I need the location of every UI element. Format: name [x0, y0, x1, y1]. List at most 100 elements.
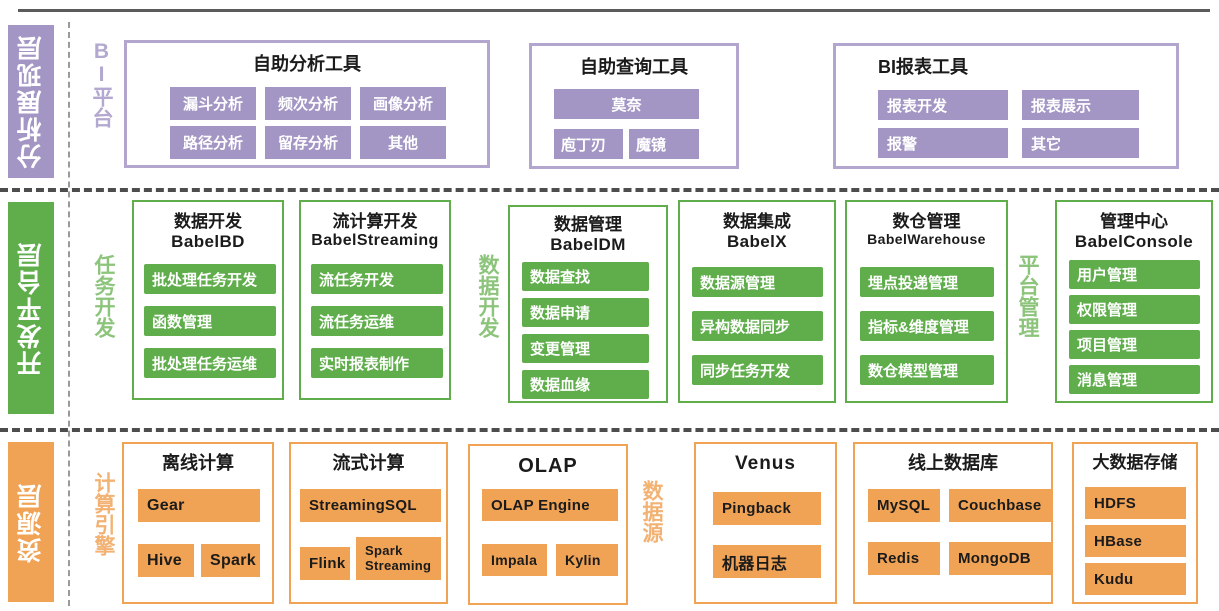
layer-badge-analysis: 分析展现层	[8, 25, 54, 178]
group-babel-dm: 数据管理 BabelDM 数据查找 数据申请 变更管理 数据血缘	[508, 205, 668, 403]
group-title-babel-x-cn: 数据集成	[723, 212, 791, 231]
chip-report-development[interactable]: 报表开发	[878, 90, 1008, 120]
chip-spark[interactable]: Spark	[201, 544, 260, 577]
chip-change-mgmt[interactable]: 变更管理	[522, 334, 649, 363]
group-title-bigdata-storage: 大数据存储	[1092, 453, 1178, 472]
chip-machine-log[interactable]: 机器日志	[713, 545, 821, 578]
chip-function-mgmt[interactable]: 函数管理	[144, 306, 276, 336]
group-title-self-service-query: 自助查询工具	[580, 57, 688, 77]
group-babel-console: 管理中心 BabelConsole 用户管理 权限管理 项目管理 消息管理	[1055, 200, 1213, 403]
group-title-self-service-analysis: 自助分析工具	[253, 54, 361, 74]
chip-stream-task-dev[interactable]: 流任务开发	[311, 264, 443, 294]
top-divider-rule	[18, 9, 1210, 12]
group-title-babel-bd-en: BabelBD	[171, 232, 245, 252]
group-title-olap: OLAP	[518, 455, 578, 477]
chip-olap-engine[interactable]: OLAP Engine	[482, 489, 618, 521]
chip-sync-task-dev[interactable]: 同步任务开发	[692, 355, 823, 385]
chip-other-analysis[interactable]: 其他	[360, 126, 446, 159]
category-label-compute-engine: 计算引擎	[92, 472, 115, 556]
chip-monai[interactable]: 莫奈	[554, 89, 699, 119]
chip-warehouse-model-mgmt[interactable]: 数仓模型管理	[860, 355, 994, 385]
layer-badge-analysis-label: 分析展现层	[16, 34, 45, 169]
chip-batch-task-ops[interactable]: 批处理任务运维	[144, 348, 276, 378]
chip-couchbase[interactable]: Couchbase	[949, 489, 1053, 522]
chip-path-analysis[interactable]: 路径分析	[170, 126, 256, 159]
chip-mysql[interactable]: MySQL	[868, 489, 940, 522]
chip-pingback[interactable]: Pingback	[713, 492, 821, 525]
chip-hive[interactable]: Hive	[138, 544, 194, 577]
layer-badge-resource-label: 资源层	[16, 481, 45, 563]
chip-frequency-analysis[interactable]: 频次分析	[265, 87, 351, 120]
group-bi-report: BI报表工具 报表开发 报表展示 报警 其它	[833, 43, 1179, 169]
chip-metric-dimension-mgmt[interactable]: 指标&维度管理	[860, 311, 994, 341]
chip-hbase[interactable]: HBase	[1085, 525, 1186, 557]
chip-message-mgmt[interactable]: 消息管理	[1069, 365, 1200, 394]
group-bigdata-storage: 大数据存储 HDFS HBase Kudu	[1072, 442, 1198, 604]
chip-flink[interactable]: Flink	[300, 547, 350, 580]
group-babel-warehouse: 数仓管理 BabelWarehouse 埋点投递管理 指标&维度管理 数仓模型管…	[845, 200, 1008, 403]
group-title-stream-compute: 流式计算	[332, 453, 405, 473]
group-self-service-query: 自助查询工具 莫奈 庖丁刃 魔镜	[529, 43, 739, 169]
chip-kudu[interactable]: Kudu	[1085, 563, 1186, 595]
group-self-service-analysis: 自助分析工具 漏斗分析 频次分析 画像分析 路径分析 留存分析 其他	[124, 40, 490, 168]
chip-heterogeneous-sync[interactable]: 异构数据同步	[692, 311, 823, 341]
chip-profile-analysis[interactable]: 画像分析	[360, 87, 446, 120]
vertical-dashed-separator	[68, 22, 70, 606]
chip-permission-mgmt[interactable]: 权限管理	[1069, 295, 1200, 324]
group-title-bi-report: BI报表工具	[878, 57, 968, 77]
group-title-babel-warehouse-en: BabelWarehouse	[867, 231, 986, 248]
group-olap: OLAP OLAP Engine Impala Kylin	[468, 444, 628, 605]
chip-batch-task-dev[interactable]: 批处理任务开发	[144, 264, 276, 294]
category-label-platform-mgmt: 平台管理	[1016, 254, 1039, 338]
horizontal-separator-1	[0, 188, 1219, 192]
chip-gear[interactable]: Gear	[138, 489, 260, 522]
group-title-babel-warehouse-cn: 数仓管理	[892, 212, 961, 231]
layer-badge-dev-platform: 开发平台层	[8, 202, 54, 414]
category-label-task-dev: 任务开发	[92, 254, 115, 338]
chip-spark-streaming[interactable]: Spark Streaming	[356, 537, 441, 580]
group-babel-x: 数据集成 BabelX 数据源管理 异构数据同步 同步任务开发	[678, 200, 836, 403]
chip-report-other[interactable]: 其它	[1022, 128, 1139, 158]
group-title-babel-streaming-en: BabelStreaming	[311, 232, 439, 250]
chip-mojing[interactable]: 魔镜	[629, 129, 699, 159]
group-title-venus: Venus	[735, 453, 796, 474]
chip-data-lineage[interactable]: 数据血缘	[522, 370, 649, 399]
layer-badge-resource: 资源层	[8, 442, 54, 602]
group-venus: Venus Pingback 机器日志	[694, 442, 837, 604]
chip-alert[interactable]: 报警	[878, 128, 1008, 158]
chip-funnel-analysis[interactable]: 漏斗分析	[170, 87, 256, 120]
group-stream-compute: 流式计算 StreamingSQL Flink Spark Streaming	[289, 442, 448, 604]
chip-streamingsql[interactable]: StreamingSQL	[300, 489, 441, 522]
chip-impala[interactable]: Impala	[482, 544, 547, 576]
group-title-babel-streaming-cn: 流计算开发	[332, 212, 418, 231]
chip-realtime-report[interactable]: 实时报表制作	[311, 348, 443, 378]
chip-data-search[interactable]: 数据查找	[522, 262, 649, 291]
group-title-babel-bd-cn: 数据开发	[174, 212, 242, 231]
group-title-babel-console-cn: 管理中心	[1100, 212, 1168, 231]
chip-user-mgmt[interactable]: 用户管理	[1069, 260, 1200, 289]
chip-project-mgmt[interactable]: 项目管理	[1069, 330, 1200, 359]
group-title-babel-x-en: BabelX	[726, 232, 788, 252]
chip-data-request[interactable]: 数据申请	[522, 298, 649, 327]
chip-report-display[interactable]: 报表展示	[1022, 90, 1139, 120]
chip-hdfs[interactable]: HDFS	[1085, 487, 1186, 519]
category-label-data-source: 数据源	[640, 480, 663, 543]
chip-kylin[interactable]: Kylin	[556, 544, 618, 576]
group-title-babel-dm-cn: 数据管理	[554, 215, 622, 234]
chip-mongodb[interactable]: MongoDB	[949, 542, 1053, 575]
chip-stream-task-ops[interactable]: 流任务运维	[311, 306, 443, 336]
chip-datasource-mgmt[interactable]: 数据源管理	[692, 267, 823, 297]
chip-tracking-delivery-mgmt[interactable]: 埋点投递管理	[860, 267, 994, 297]
group-online-db: 线上数据库 MySQL Couchbase Redis MongoDB	[853, 442, 1053, 604]
chip-redis[interactable]: Redis	[868, 542, 940, 575]
group-title-babel-dm-en: BabelDM	[550, 235, 626, 255]
group-title-babel-console-en: BabelConsole	[1074, 232, 1194, 252]
chip-retention-analysis[interactable]: 留存分析	[265, 126, 351, 159]
category-label-data-dev: 数据开发	[476, 254, 499, 338]
group-offline-compute: 离线计算 Gear Hive Spark	[122, 442, 274, 604]
group-babel-bd: 数据开发 BabelBD 批处理任务开发 函数管理 批处理任务运维	[132, 200, 284, 400]
category-label-bi-platform: BI平台	[90, 40, 113, 128]
chip-paodingren[interactable]: 庖丁刃	[554, 129, 623, 159]
horizontal-separator-2	[0, 428, 1219, 432]
